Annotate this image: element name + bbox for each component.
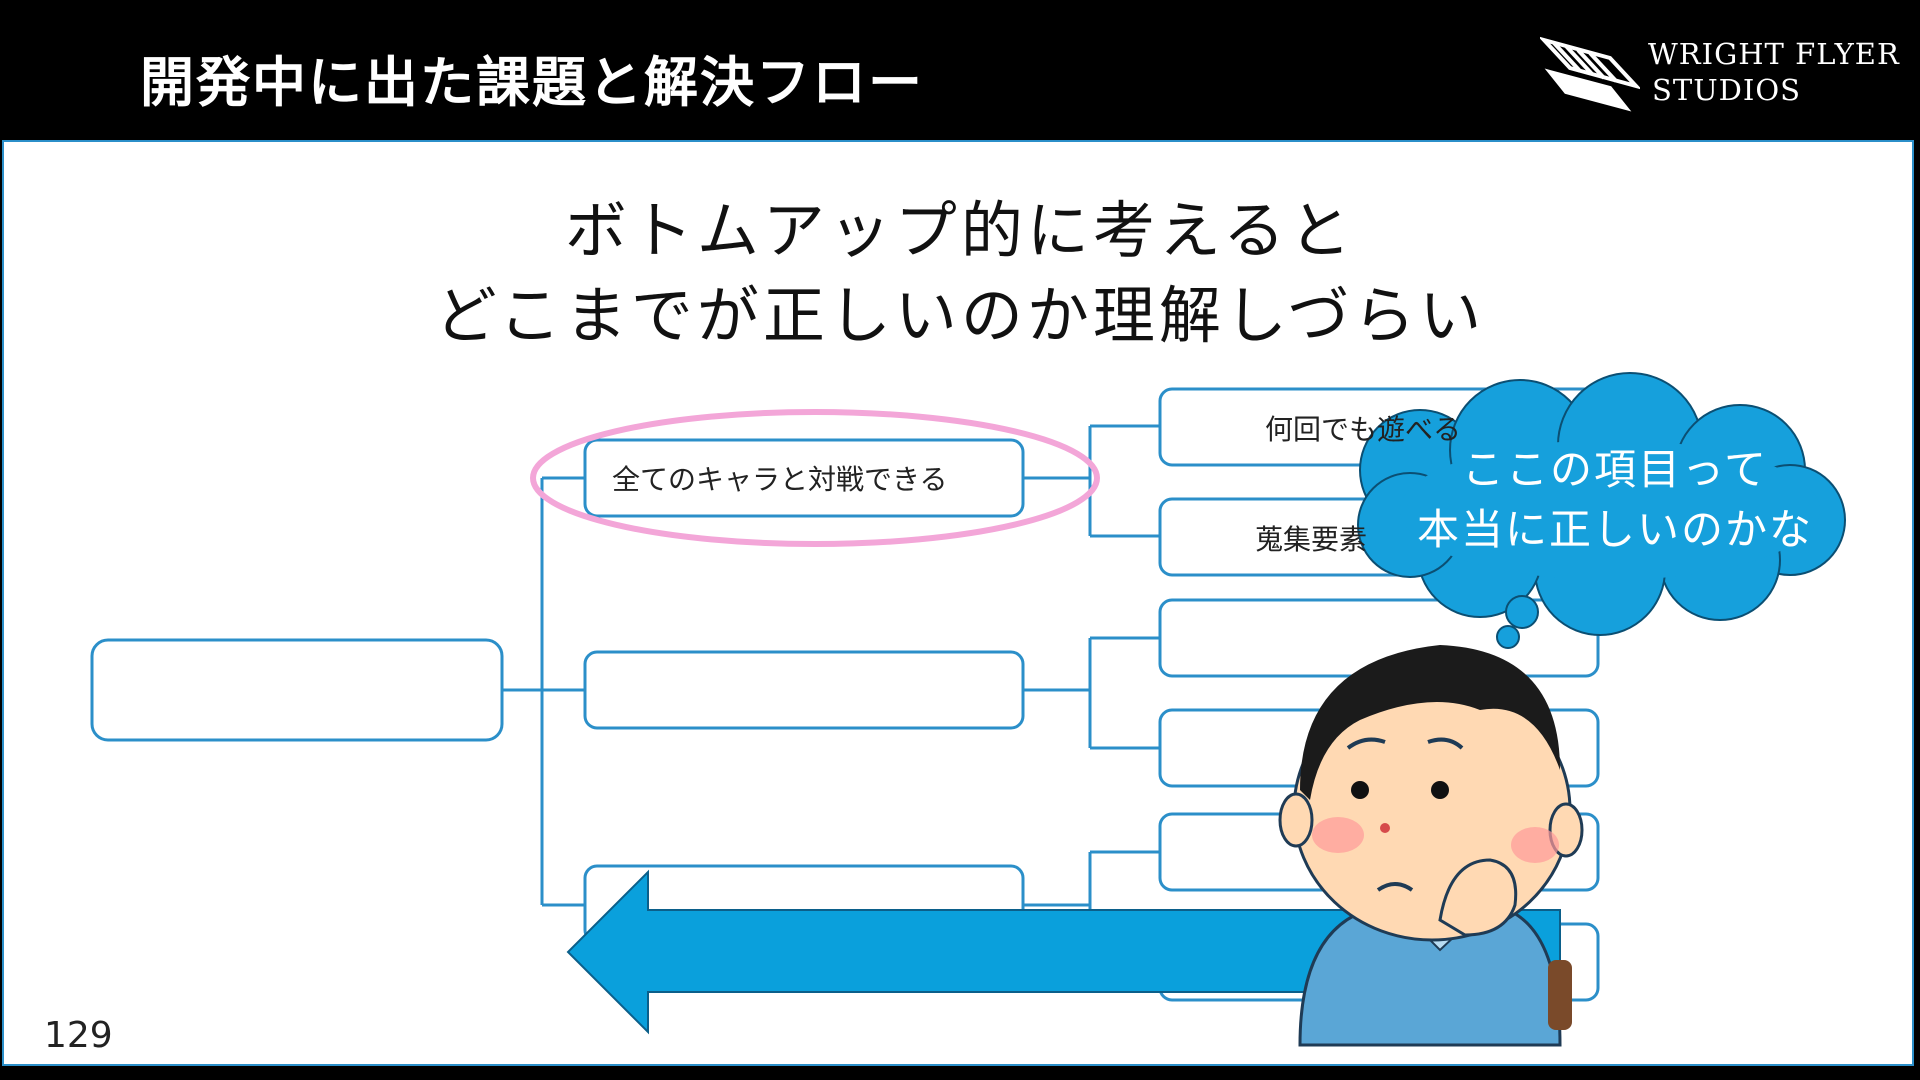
mid-node-2 bbox=[583, 650, 1025, 730]
thinking-person-illustration bbox=[1278, 645, 1584, 1047]
root-connectors bbox=[502, 476, 585, 907]
root-node bbox=[90, 638, 504, 742]
mid-node-1-label: 全てのキャラと対戦できる bbox=[612, 463, 948, 496]
highlight-ellipse bbox=[530, 409, 1100, 547]
thought-bubble-text: ここの項目って 本当に正しいのかな bbox=[1375, 440, 1855, 560]
mid-connectors bbox=[1023, 424, 1160, 964]
airplane-logo-icon bbox=[1537, 36, 1643, 112]
page-number: 129 bbox=[44, 1015, 113, 1056]
heading-line-1: ボトムアップ的に考えると bbox=[564, 194, 1356, 267]
logo-text-line1: WRIGHT FLYER bbox=[1648, 37, 1900, 71]
leaf-node-2-label: 蒐集要素 bbox=[1255, 523, 1368, 556]
logo-text-line2: STUDIOS bbox=[1652, 73, 1801, 107]
thought-line-2: 本当に正しいのかな bbox=[1416, 505, 1813, 554]
leaf-node-1-label: 何回でも遊べる bbox=[1265, 413, 1462, 446]
thought-cloud-icon bbox=[1357, 372, 1846, 649]
thought-line-1: ここの項目って bbox=[1462, 445, 1768, 494]
slide-title: 開発中に出た課題と解決フロー bbox=[140, 51, 924, 114]
slide-header: 開発中に出た課題と解決フロー WRIGHT FLYER STUDIOS bbox=[0, 0, 1920, 138]
heading-line-2: どこまでが正しいのか理解しづらい bbox=[434, 279, 1486, 352]
company-logo: WRIGHT FLYER STUDIOS bbox=[1537, 28, 1900, 112]
